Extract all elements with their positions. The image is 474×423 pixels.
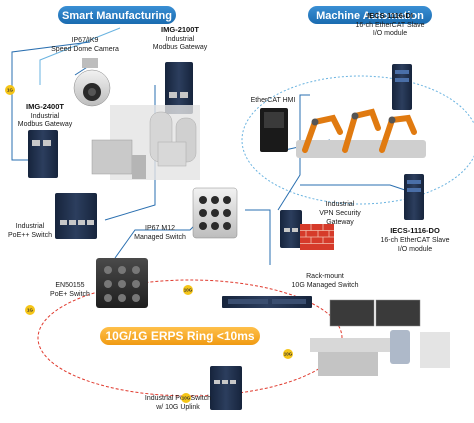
- rackmount-label-1: Rack-mount: [306, 273, 344, 280]
- poe-10g-label-1: Industrial PoE Switch: [145, 395, 211, 402]
- poe-switch-label-1: Industrial: [16, 223, 45, 230]
- machine-automation-zone: [241, 75, 474, 205]
- rackmount-label-2: 10G Managed Switch: [292, 282, 359, 289]
- robot-arms-illustration: [296, 108, 426, 158]
- link-badge-label: 10G: [184, 288, 193, 293]
- iecs-di-label-1: 16-ch EtherCAT Slave: [356, 22, 425, 29]
- m12-switch-device: [192, 187, 238, 239]
- poe-10g-switch-device: [210, 366, 242, 410]
- img-2100t-label-2: Modbus Gateway: [153, 44, 208, 51]
- iecs-di-label-2: I/O module: [373, 30, 407, 37]
- img-2400t-device: [28, 130, 58, 178]
- iecs-do-label-1: 16-ch EtherCAT Slave: [381, 237, 450, 244]
- erps-ring-banner: 10G/1G ERPS Ring <10ms: [100, 327, 260, 345]
- machine-automation-title: Machine Automation: [316, 10, 424, 22]
- erps-ring-title: 10G/1G ERPS Ring <10ms: [105, 329, 254, 343]
- en50155-switch-device: [96, 258, 148, 308]
- img-2100t-device: [165, 62, 193, 114]
- iecs-do-label-2: I/O module: [398, 246, 432, 253]
- link-badge: 1G: [25, 305, 35, 315]
- img-2100t-label-1: Industrial: [166, 36, 195, 43]
- en50155-label-1: EN50155: [55, 282, 84, 289]
- img-2400t-label-1: Industrial: [31, 113, 60, 120]
- iecs-do-model: IECS-1116-DO: [390, 226, 440, 235]
- img-2100t-model: IMG-2100T: [161, 25, 199, 34]
- vpn-gateway-label-3: Gateway: [326, 219, 354, 226]
- img-2400t-model: IMG-2400T: [26, 102, 64, 111]
- link-badge: 10G: [181, 393, 191, 403]
- control-room-illustration: [310, 299, 450, 376]
- link-badge-label: 10G: [182, 396, 191, 401]
- iecs-1116-di-device: [392, 64, 412, 110]
- poe-10g-label-2: w/ 10G Uplink: [155, 404, 200, 411]
- iecs-di-model: IECS-1116-DI: [367, 11, 413, 20]
- speed-dome-camera: [73, 58, 111, 107]
- link-badge: 10G: [283, 349, 293, 359]
- img-2400t-label-2: Modbus Gateway: [18, 121, 73, 128]
- iecs-1116-do-device: [404, 174, 424, 220]
- factory-illustration: [91, 105, 200, 180]
- vpn-gateway-device: [280, 210, 302, 248]
- ethercat-hmi-device: [260, 108, 288, 152]
- camera-label-2: Speed Dome Camera: [51, 46, 119, 53]
- link-badge: 1G: [5, 85, 15, 95]
- machine-automation-header: Machine Automation: [308, 6, 432, 24]
- link-badge-label: 10G: [284, 352, 293, 357]
- link-badge-label: 1G: [27, 308, 34, 313]
- vpn-gateway-label-2: VPN Security: [319, 210, 361, 217]
- industrial-poe-switch-device: [55, 193, 97, 239]
- poe-switch-label-2: PoE++ Switch: [8, 232, 52, 239]
- vpn-gateway-label-1: Industrial: [326, 201, 355, 208]
- smart-manufacturing-header: Smart Manufacturing: [58, 6, 176, 24]
- ethercat-hmi-label: EtherCAT HMI: [251, 97, 296, 104]
- firewall-icon: [300, 224, 334, 250]
- m12-switch-label-1: IP67 M12: [145, 225, 175, 232]
- link-badge: 10G: [183, 285, 193, 295]
- smart-manufacturing-title: Smart Manufacturing: [62, 10, 172, 22]
- link-badge-label: 1G: [7, 88, 14, 93]
- camera-label-1: IP67/IK9: [72, 37, 99, 44]
- en50155-label-2: PoE+ Switch: [50, 291, 90, 298]
- m12-switch-label-2: Managed Switch: [134, 234, 186, 241]
- rackmount-switch-device: [222, 296, 312, 308]
